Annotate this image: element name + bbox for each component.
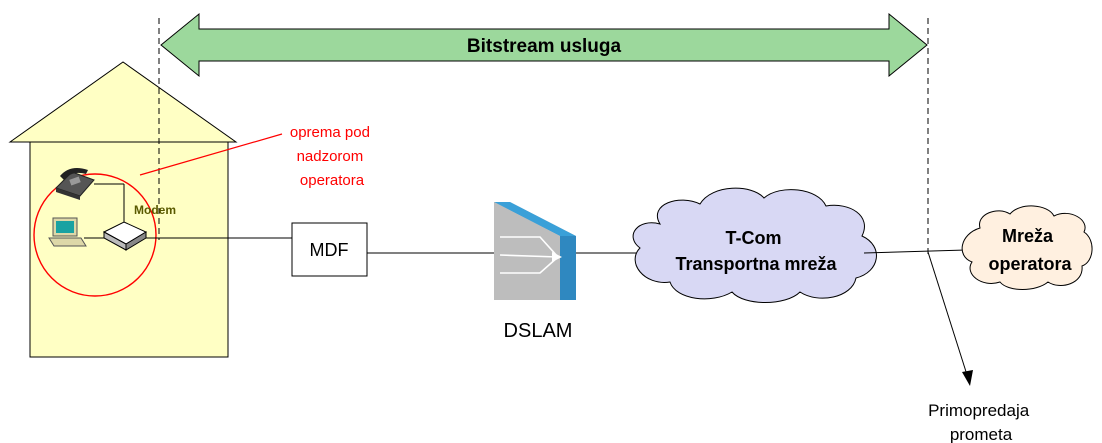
bitstream-banner: Bitstream usluga <box>160 12 928 78</box>
mdf-box: MDF <box>291 222 368 277</box>
operator-equipment-circle <box>33 173 157 297</box>
handover-arrowhead <box>962 370 973 386</box>
handover-text: Primopredaja prometa <box>928 401 1034 443</box>
handover-arrow-line <box>927 251 969 379</box>
tcom-cloud: T-Com Transportna mreža <box>632 187 877 303</box>
telephone-icon <box>55 168 95 200</box>
tcom-line-1: T-Com <box>725 228 781 248</box>
annotation-line-2: nadzorom <box>297 148 364 165</box>
operator-cloud: Mreža operatora <box>961 205 1093 290</box>
operator-line-2: operatora <box>988 254 1072 274</box>
modem-label: Modem <box>134 203 176 217</box>
operator-cloud-text: Mreža operatora <box>988 226 1072 274</box>
tcom-cloud-shape <box>632 187 877 303</box>
annotation-leader-line <box>139 133 283 176</box>
house-roof <box>8 61 238 143</box>
annotation-line-1: oprema pod <box>290 124 370 141</box>
tcom-line-2: Transportna mreža <box>675 254 837 274</box>
dslam-icon <box>494 202 576 300</box>
mdf-label: MDF <box>310 240 349 260</box>
computer-icon <box>48 217 87 247</box>
house-body <box>29 141 229 358</box>
handover-line-2: prometa <box>950 425 1013 443</box>
operator-line-1: Mreža <box>1002 226 1054 246</box>
customer-house <box>8 61 238 358</box>
handover-line-1: Primopredaja <box>928 401 1030 420</box>
link-tcom-operator <box>863 249 967 254</box>
dslam-label: DSLAM <box>504 320 573 342</box>
tcom-cloud-text: T-Com Transportna mreža <box>675 228 837 274</box>
annotation-text: oprema pod nadzorom operatora <box>290 124 374 189</box>
bitstream-label: Bitstream usluga <box>467 36 622 57</box>
annotation-line-3: operatora <box>300 172 365 189</box>
double-arrow-shape <box>160 12 928 78</box>
operator-cloud-shape <box>961 205 1093 290</box>
modem-icon <box>102 221 148 251</box>
